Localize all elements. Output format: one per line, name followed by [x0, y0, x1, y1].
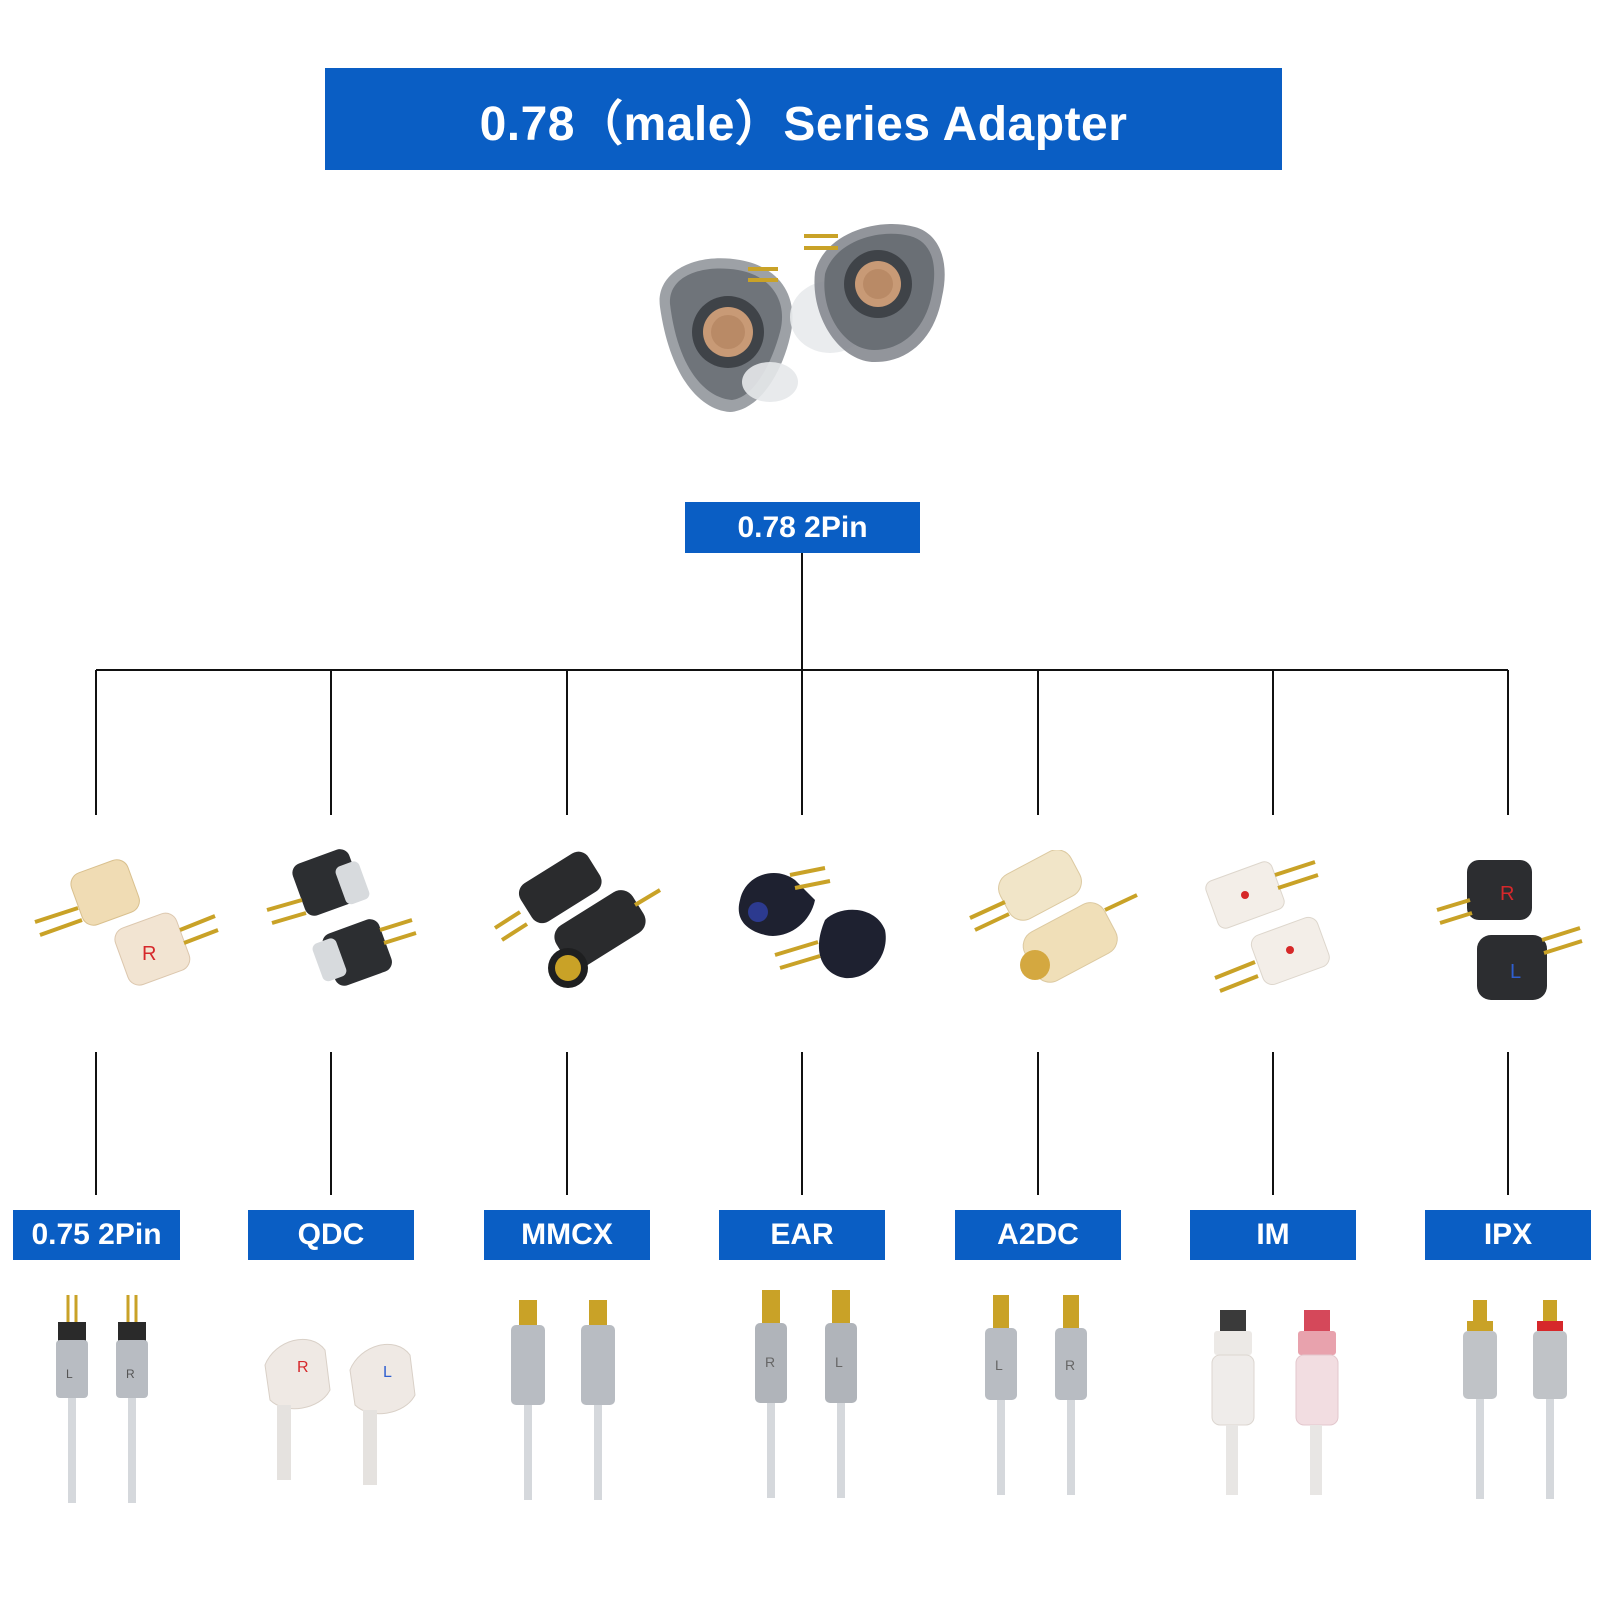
connector-label-ipx: IPX — [1425, 1210, 1591, 1260]
adapter-mark-l: L — [1510, 961, 1521, 983]
page-title: 0.78（male）Series Adapter — [325, 68, 1282, 170]
adapter-qdc-image — [266, 849, 417, 986]
cable-plug-ear-image: R L — [755, 1290, 857, 1498]
cable-plug-im-image — [1211, 1310, 1339, 1495]
connector-label-0752pin: 0.75 2Pin — [13, 1210, 180, 1260]
cable-plug-mmcx-image — [511, 1300, 615, 1500]
cable-plug-0752pin-image: L R — [56, 1295, 148, 1503]
connector-label-a2dc: A2DC — [955, 1210, 1121, 1260]
connector-label-qdc: QDC — [248, 1210, 414, 1260]
adapter-mark-r: R — [142, 943, 156, 965]
adapter-ear-image — [738, 866, 886, 979]
adapter-0752pin-image: R — [34, 859, 219, 986]
cable-mark: L — [383, 1364, 392, 1381]
cable-mark: L — [835, 1354, 843, 1370]
adapter-mmcx-image — [493, 851, 662, 988]
adapter-im-image — [1205, 860, 1330, 993]
adapter-ipx-image: R L — [1436, 860, 1583, 1000]
cable-plug-ipx-image — [1463, 1300, 1567, 1499]
adapter-mark-r: R — [1500, 883, 1514, 905]
cable-mark: L — [66, 1367, 73, 1381]
cable-mark: R — [1065, 1357, 1075, 1373]
cable-mark: R — [765, 1354, 775, 1370]
connector-label-im: IM — [1190, 1210, 1356, 1260]
cable-plug-qdc-image: R L — [264, 1338, 416, 1485]
cable-mark: R — [126, 1367, 135, 1381]
connector-label-mmcx: MMCX — [484, 1210, 650, 1260]
cable-mark: L — [995, 1357, 1003, 1373]
earphone-pair-image — [659, 224, 945, 412]
cable-mark: R — [297, 1359, 309, 1376]
cable-plug-a2dc-image: L R — [985, 1295, 1087, 1495]
root-connector-label: 0.78 2Pin — [685, 502, 920, 553]
connector-label-ear: EAR — [719, 1210, 885, 1260]
adapter-a2dc-image — [969, 850, 1138, 983]
left-earphone — [659, 258, 798, 412]
right-earphone — [790, 224, 945, 362]
